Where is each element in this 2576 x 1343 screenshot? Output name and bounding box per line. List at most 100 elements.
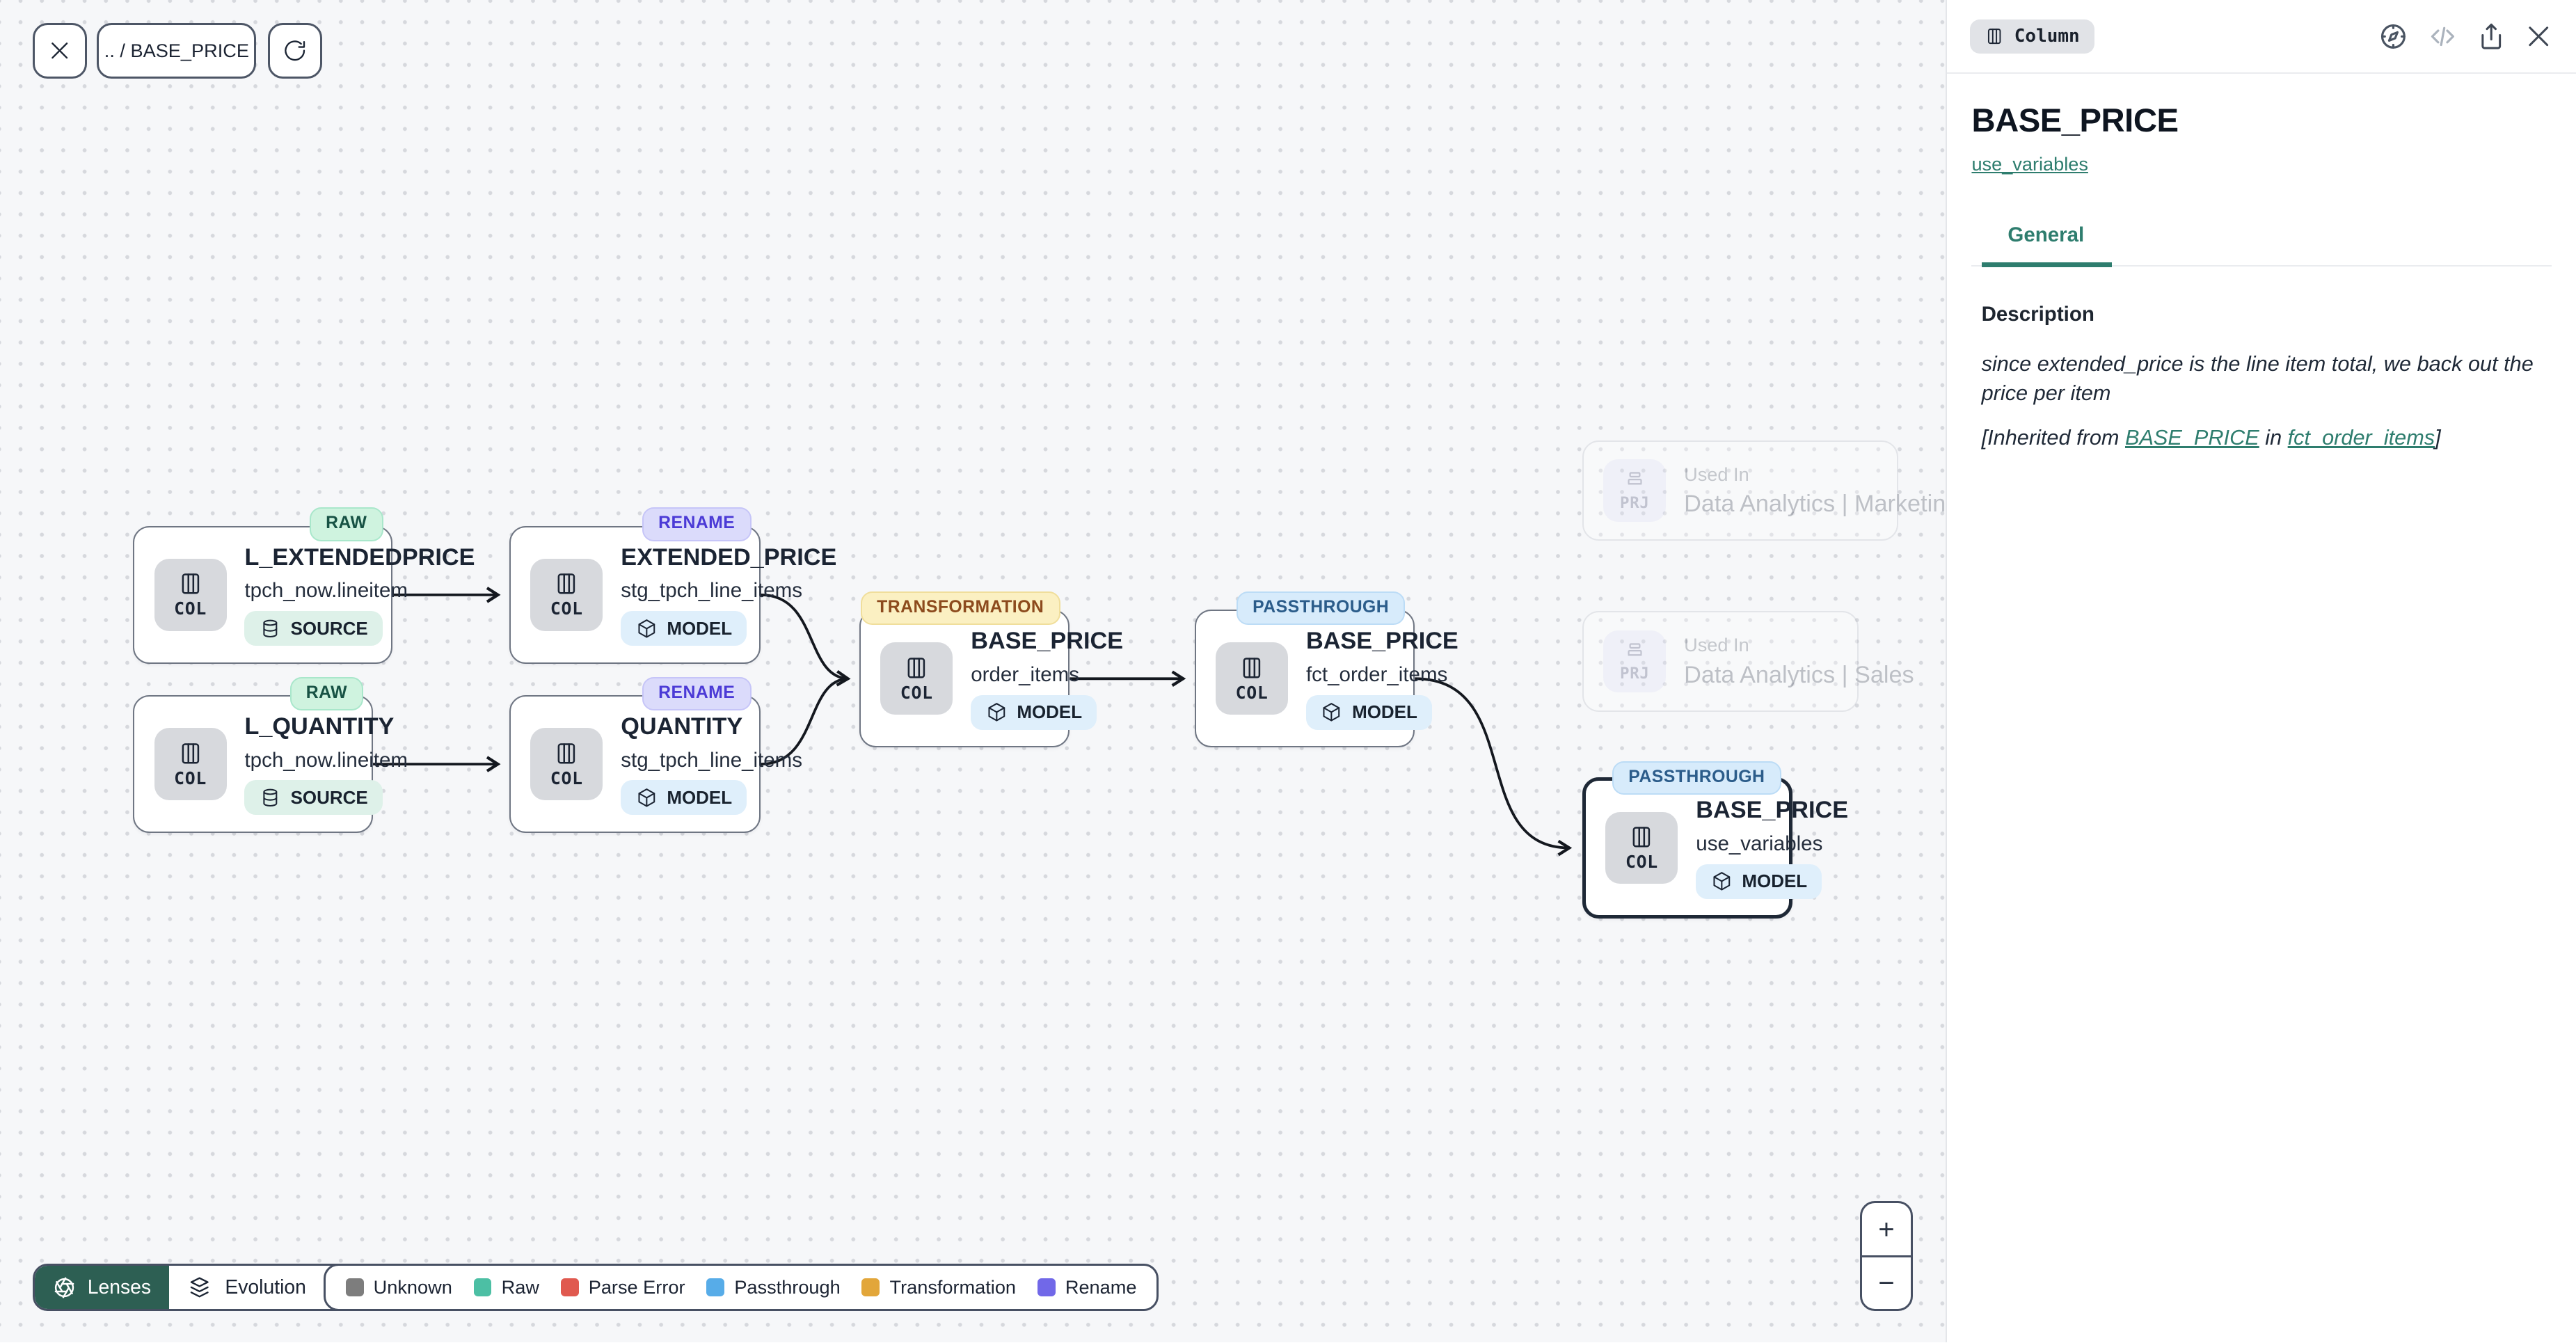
type-badge: MODEL xyxy=(621,611,747,646)
column-tile: COL xyxy=(880,642,953,715)
column-tile: COL xyxy=(1216,642,1289,715)
refresh-button[interactable] xyxy=(267,23,322,79)
lenses-button[interactable]: Lenses xyxy=(35,1265,170,1310)
close-icon xyxy=(2529,26,2549,47)
close-icon xyxy=(51,42,68,59)
tab-general[interactable]: General xyxy=(1981,223,2113,267)
legend-label: Transformation xyxy=(889,1276,1017,1298)
lenses-button-label: Lenses xyxy=(87,1276,152,1298)
tile-kind-label: COL xyxy=(174,768,207,788)
lens-legend: Unknown Raw Parse Error Passthrough Tran… xyxy=(324,1263,1159,1312)
project-tile: PRJ xyxy=(1603,459,1667,522)
type-badge: MODEL xyxy=(1305,694,1433,730)
code-button[interactable] xyxy=(2427,21,2458,52)
node-subtitle: fct_order_items xyxy=(1305,662,1448,686)
columns-icon xyxy=(1633,827,1651,848)
lineage-node-l-extendedprice[interactable]: RAW COL L_EXTENDEDPRICE tpch_now.lineite… xyxy=(133,507,475,665)
node-subtitle: use_variables xyxy=(1696,832,1823,856)
column-tile: COL xyxy=(530,728,603,801)
used-in-name: Data Analytics | Sales xyxy=(1684,661,1914,688)
inherited-column-link[interactable]: BASE_PRICE xyxy=(2124,425,2259,450)
type-badge-label: MODEL xyxy=(667,786,733,808)
column-tile: COL xyxy=(154,558,227,631)
status-badge: RAW xyxy=(289,676,364,711)
project-tile: PRJ xyxy=(1603,630,1667,693)
type-badge-label: MODEL xyxy=(1017,701,1083,723)
node-subtitle: tpch_now.lineitem xyxy=(244,748,408,772)
zoom-out-button[interactable]: − xyxy=(1878,1267,1895,1299)
columns-icon xyxy=(1988,29,2001,45)
breadcrumb[interactable]: .. / BASE_PRICE xyxy=(97,23,257,79)
share-button[interactable] xyxy=(2476,22,2506,51)
used-in-node-sales[interactable]: PRJ Used In Data Analytics | Sales xyxy=(1582,611,1914,712)
tile-kind-label: PRJ xyxy=(1619,665,1650,683)
node-title: L_EXTENDEDPRICE xyxy=(244,543,475,571)
canvas-close-button[interactable] xyxy=(33,23,88,79)
cube-icon xyxy=(1712,872,1730,891)
panel-title: BASE_PRICE xyxy=(1971,102,2179,140)
zoom-in-button[interactable]: + xyxy=(1862,1203,1911,1257)
legend-item: Passthrough xyxy=(706,1276,841,1298)
tile-kind-label: COL xyxy=(174,598,207,619)
details-panel: Column xyxy=(1946,0,2576,1343)
database-icon xyxy=(263,619,278,637)
layers-icon xyxy=(190,1277,209,1297)
node-title: L_QUANTITY xyxy=(244,713,395,740)
node-subtitle: stg_tpch_line_items xyxy=(621,579,802,603)
database-icon xyxy=(263,788,278,807)
tile-kind-label: COL xyxy=(550,768,583,788)
legend-item: Parse Error xyxy=(560,1276,685,1298)
tile-kind-label: COL xyxy=(1235,682,1269,703)
cube-icon xyxy=(1323,703,1340,722)
status-badge: PASSTHROUGH xyxy=(1236,591,1406,626)
used-in-node-marketing[interactable]: PRJ Used In Data Analytics | Marketing xyxy=(1582,440,1959,541)
lens-mode-label: Evolution xyxy=(225,1276,306,1298)
legend-label: Rename xyxy=(1065,1276,1137,1298)
used-in-label: Used In xyxy=(1684,634,1749,656)
lineage-node-base-price-order-items[interactable]: TRANSFORMATION COL BASE_PRICE order_item… xyxy=(859,591,1123,748)
lineage-node-extended-price[interactable]: RENAME COL EXTENDED_PRICE stg_tpch_line_… xyxy=(509,507,836,665)
entity-type-badge: Column xyxy=(1970,19,2094,54)
node-subtitle: stg_tpch_line_items xyxy=(621,748,802,772)
node-title: EXTENDED_PRICE xyxy=(621,543,837,571)
aperture-icon xyxy=(54,1277,74,1298)
cube-icon xyxy=(637,619,655,638)
project-icon xyxy=(1628,643,1642,656)
node-title: BASE_PRICE xyxy=(1305,628,1458,655)
description-heading: Description xyxy=(1981,303,2094,326)
model-link[interactable]: use_variables xyxy=(1971,153,2088,175)
type-badge-label: MODEL xyxy=(667,617,733,639)
zoom-controls: + − xyxy=(1860,1201,1913,1312)
status-badge: PASSTHROUGH xyxy=(1612,761,1781,795)
type-badge-label: SOURCE xyxy=(290,617,368,639)
inherited-suffix: ] xyxy=(2435,425,2441,450)
description-inherited: [Inherited from BASE_PRICE in fct_order_… xyxy=(1971,425,2552,450)
lineage-node-quantity[interactable]: RENAME COL QUANTITY stg_tpch_line_items … xyxy=(509,676,802,834)
inherited-model-link[interactable]: fct_order_items xyxy=(2287,425,2435,450)
cube-icon xyxy=(637,788,655,807)
panel-tabs: General xyxy=(1971,218,2552,267)
type-badge-label: MODEL xyxy=(1352,701,1417,723)
type-badge-label: SOURCE xyxy=(290,786,368,808)
tile-kind-label: COL xyxy=(1625,852,1658,873)
compass-icon xyxy=(2381,24,2406,49)
columns-icon xyxy=(1243,657,1261,678)
used-in-label: Used In xyxy=(1684,463,1749,485)
node-subtitle: order_items xyxy=(971,662,1080,686)
legend-item: Rename xyxy=(1037,1276,1137,1298)
type-badge: MODEL xyxy=(621,780,747,816)
panel-close-button[interactable] xyxy=(2524,22,2554,51)
columns-icon xyxy=(558,742,575,764)
explore-button[interactable] xyxy=(2378,21,2409,52)
lineage-canvas[interactable]: .. / BASE_PRICE RAW COL L_EXTENDEDPRICE … xyxy=(0,0,1959,1343)
share-icon xyxy=(2481,23,2501,49)
status-badge: TRANSFORMATION xyxy=(860,591,1060,626)
columns-icon xyxy=(908,657,925,678)
type-badge: SOURCE xyxy=(244,780,383,816)
lineage-node-base-price-fct-order-items[interactable]: PASSTHROUGH COL BASE_PRICE fct_order_ite… xyxy=(1194,591,1458,748)
tile-kind-label: COL xyxy=(550,598,583,619)
inherited-prefix: [Inherited from xyxy=(1981,425,2125,450)
lineage-node-l-quantity[interactable]: RAW COL L_QUANTITY tpch_now.lineitem SOU… xyxy=(133,676,408,834)
column-tile: COL xyxy=(1605,811,1678,884)
lineage-node-base-price-use-variables[interactable]: PASSTHROUGH COL BASE_PRICE use_variables… xyxy=(1582,761,1848,919)
